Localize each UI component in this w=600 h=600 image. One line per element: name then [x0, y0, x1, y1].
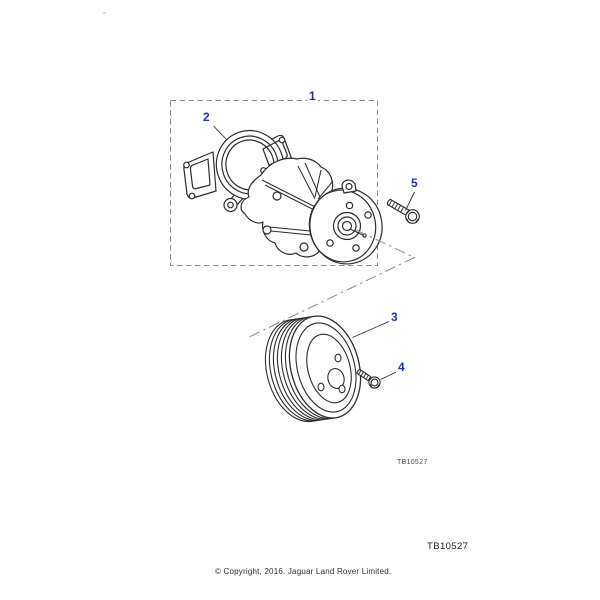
bolt-long-drawing: [386, 198, 420, 224]
bolt-short-drawing: [356, 368, 381, 389]
callout-2[interactable]: 2: [201, 110, 212, 124]
pulley-drawing: [264, 315, 362, 423]
diagram-code-small: TB10527: [397, 459, 428, 466]
callout-3[interactable]: 3: [389, 310, 400, 324]
callout-leader-lines: [213, 125, 415, 380]
water-pump-drawing: [240, 157, 383, 265]
callout-5[interactable]: 5: [409, 176, 420, 190]
assembly-centerline: [246, 229, 416, 339]
scan-speck: [103, 12, 106, 14]
callout-1[interactable]: 1: [307, 89, 318, 103]
group-box-outline: [170, 100, 378, 266]
diagram-code-large: TB10527: [427, 541, 469, 552]
callout-4[interactable]: 4: [396, 360, 407, 374]
copyright-notice: © Copyright, 2016. Jaguar Land Rover Lim…: [215, 567, 392, 576]
